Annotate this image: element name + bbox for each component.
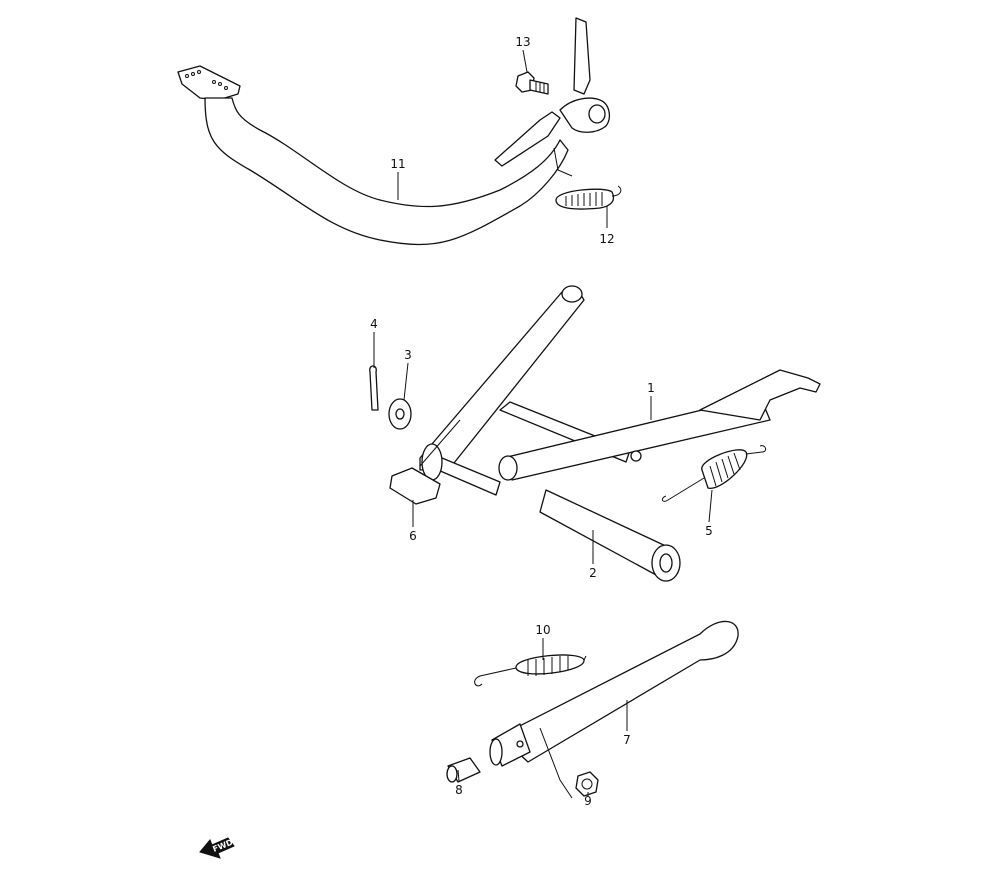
stopper-part-6 [389, 419, 461, 505]
callout-1: 1 [647, 381, 655, 395]
brake-pedal-part-11 [177, 17, 611, 246]
spring-part-10 [474, 654, 587, 687]
callout-13: 13 [515, 35, 530, 49]
fwd-label: FWD [211, 838, 234, 854]
washer-part-3 [388, 398, 412, 430]
callout-7: 7 [623, 733, 631, 747]
callout-5: 5 [705, 524, 713, 538]
leader-lines [373, 49, 713, 796]
forward-arrow-icon: FWD [199, 837, 235, 859]
bolt-part-8 [446, 757, 481, 783]
cotter-pin-part-4 [369, 365, 379, 411]
callout-12: 12 [599, 232, 614, 246]
callout-4: 4 [370, 317, 378, 331]
center-stand-part-1 [419, 285, 821, 496]
nut-part-9 [575, 771, 599, 797]
pin-part-2 [539, 489, 681, 582]
callout-6: 6 [409, 529, 417, 543]
spring-part-12 [555, 185, 622, 210]
side-stand-part-7 [489, 620, 739, 799]
callout-10: 10 [535, 623, 550, 637]
callout-3: 3 [404, 348, 412, 362]
callout-2: 2 [589, 566, 597, 580]
spring-part-5 [661, 445, 767, 502]
callout-8: 8 [455, 783, 463, 797]
bolt-part-13 [515, 71, 549, 95]
callout-11: 11 [390, 157, 405, 171]
callout-9: 9 [584, 794, 592, 808]
